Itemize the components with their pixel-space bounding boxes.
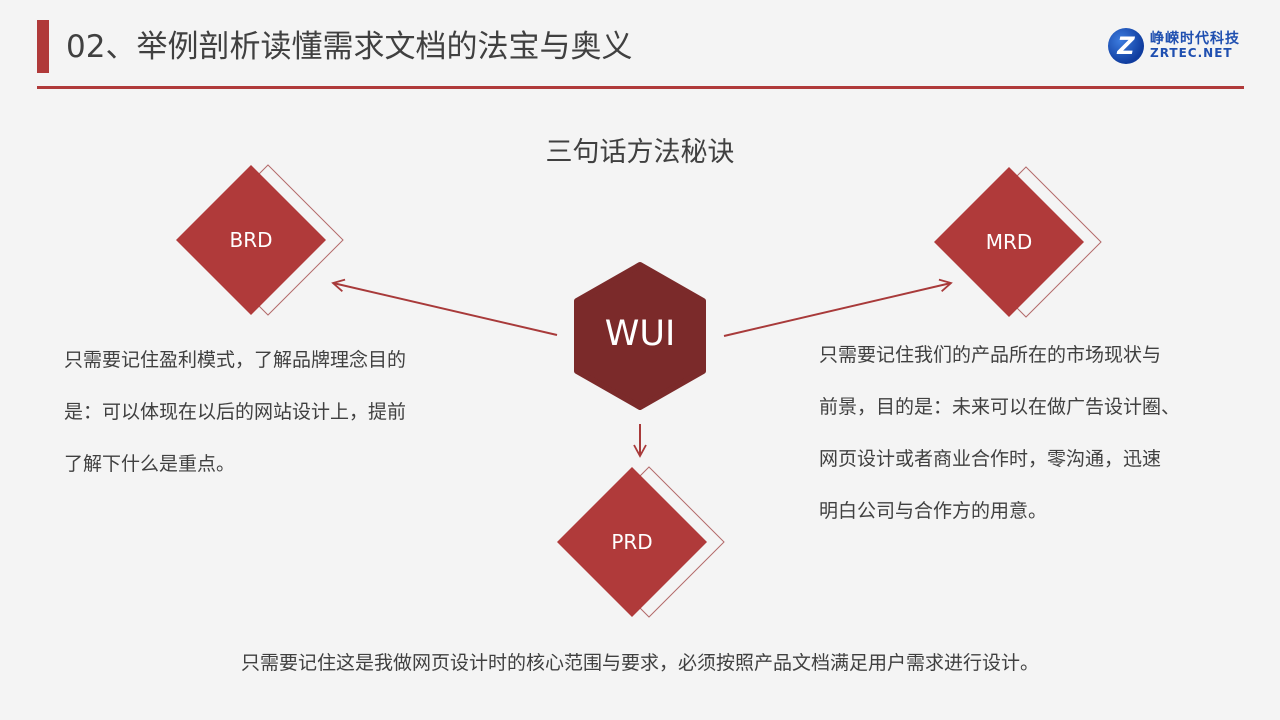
- mrd-description-line: 网页设计或者商业合作时，零沟通，迅速: [819, 448, 1162, 470]
- prd-diamond: [557, 467, 707, 617]
- header-divider: [37, 86, 1244, 89]
- mrd-description: 只需要记住我们的产品所在的市场现状与 前景，目的是：未来可以在做广告设计圈、 网…: [819, 329, 1239, 537]
- brd-label: BRD: [229, 228, 273, 252]
- logo-name-en: ZRTEC.NET: [1150, 46, 1233, 60]
- mrd-diamond: [934, 167, 1084, 317]
- mrd-description-line: 明白公司与合作方的用意。: [819, 500, 1048, 522]
- mrd-description-line: 前景，目的是：未来可以在做广告设计圈、: [819, 396, 1181, 418]
- wui-hexagon: [574, 262, 706, 410]
- company-logo: Z 峥嵘时代科技 ZRTEC.NET: [1108, 26, 1248, 68]
- mrd-label: MRD: [985, 230, 1033, 254]
- logo-letter: Z: [1117, 32, 1135, 60]
- brd-description: 只需要记住盈利模式，了解品牌理念目的 是：可以体现在以后的网站设计上，提前 了解…: [64, 334, 454, 490]
- arrow-to-mrd: [723, 278, 953, 337]
- diagram-subtitle: 三句话方法秘诀: [545, 137, 735, 168]
- page-title: 02、举例剖析读懂需求文档的法宝与奥义: [66, 29, 633, 65]
- brd-description-line: 是：可以体现在以后的网站设计上，提前: [64, 401, 407, 423]
- prd-description: 只需要记住这是我做网页设计时的核心范围与要求，必须按照产品文档满足用户需求进行设…: [240, 652, 1039, 674]
- brd-node: [176, 164, 344, 316]
- title-accent-bar: [37, 20, 49, 73]
- prd-label: PRD: [611, 530, 653, 554]
- prd-node: [557, 466, 725, 618]
- arrow-to-brd: [331, 278, 558, 336]
- mrd-description-line: 只需要记住我们的产品所在的市场现状与: [819, 344, 1162, 366]
- brd-description-line: 了解下什么是重点。: [64, 453, 236, 475]
- brd-diamond: [176, 165, 326, 315]
- mrd-node: [934, 166, 1102, 318]
- logo-name-cn: 峥嵘时代科技: [1150, 31, 1240, 47]
- brd-description-line: 只需要记住盈利模式，了解品牌理念目的: [64, 349, 407, 371]
- z-globe-logo-icon: [1108, 28, 1144, 64]
- wui-label: WUI: [604, 314, 676, 354]
